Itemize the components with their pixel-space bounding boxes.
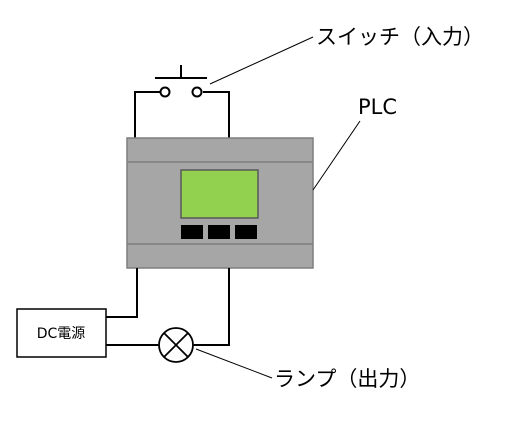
dc-power-label: DC電源 xyxy=(37,326,86,342)
wire-switch-left xyxy=(134,91,160,138)
switch-contact-right xyxy=(191,86,203,98)
switch-contact-left xyxy=(159,86,171,98)
wire-switch-right xyxy=(203,91,230,138)
leader-lamp xyxy=(195,348,273,379)
plc-button-1 xyxy=(181,225,203,239)
lamp-icon xyxy=(158,327,194,363)
output-circuit xyxy=(106,268,230,346)
plc-button-2 xyxy=(208,225,230,239)
plc-button-3 xyxy=(235,225,257,239)
leader-plc xyxy=(312,120,361,191)
leader-switch xyxy=(209,36,314,85)
wire-plc-to-dc xyxy=(106,268,138,318)
plc-label: PLC xyxy=(358,95,397,119)
wire-lamp-to-plc xyxy=(193,268,230,346)
plc-unit xyxy=(126,137,314,269)
leader-lines xyxy=(195,36,361,379)
plc-display xyxy=(180,169,259,219)
dc-power-box xyxy=(16,308,107,358)
switch-circuit xyxy=(134,65,230,138)
switch-label: スイッチ（入力） xyxy=(316,25,484,49)
lamp-label: ランプ（出力） xyxy=(274,367,420,391)
